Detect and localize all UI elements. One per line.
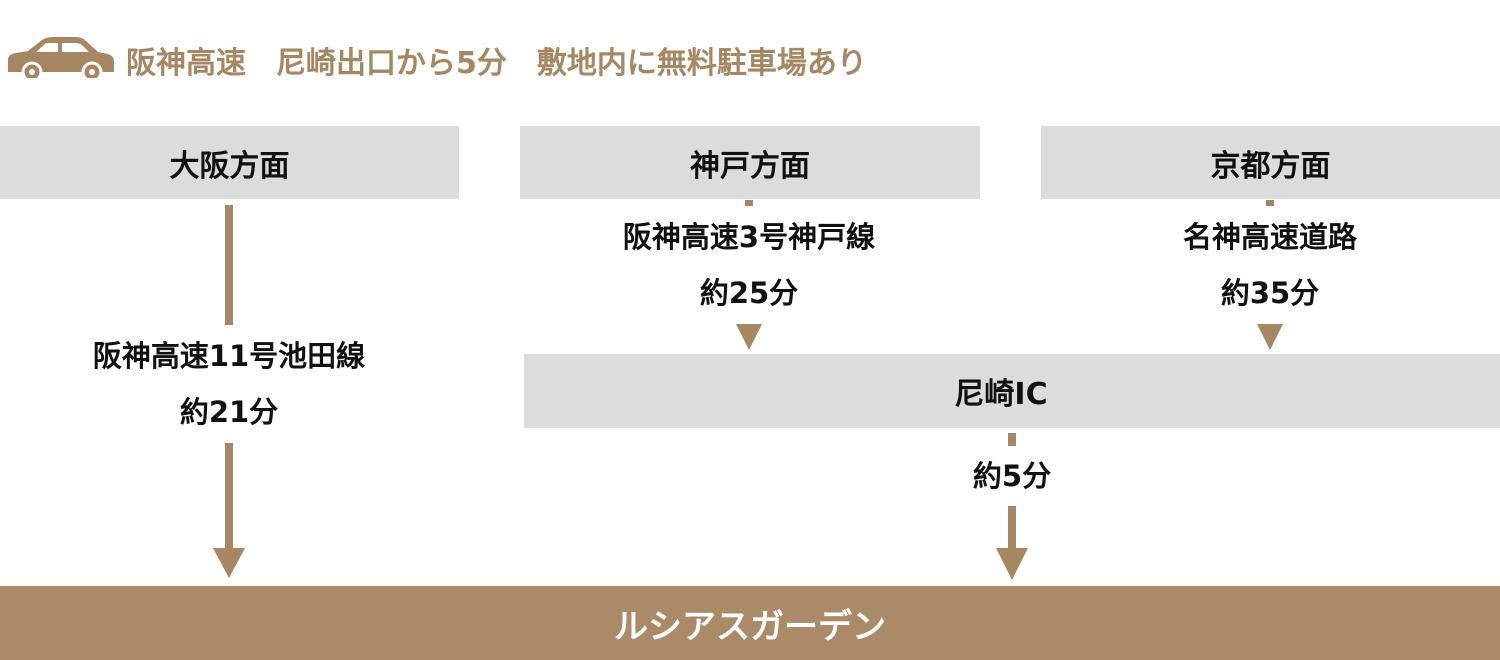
kyoto-route-label: 名神高速道路 約35分	[1160, 206, 1380, 324]
kobe-route-time: 約25分	[699, 276, 799, 310]
car-icon	[8, 37, 114, 78]
kobe-direction-title: 神戸方面	[690, 148, 810, 184]
destination-bar: ルシアスガーデン	[0, 586, 1500, 660]
ic-arrow-head	[996, 548, 1028, 580]
kobe-arrow-head	[733, 318, 765, 350]
kyoto-direction-title: 京都方面	[1210, 148, 1331, 184]
osaka-arrow-head	[213, 548, 245, 578]
kyoto-route-time: 約35分	[1220, 276, 1320, 310]
kobe-route-label: 阪神高速3号神戸線 約25分	[604, 206, 894, 324]
osaka-direction-title: 大阪方面	[169, 148, 290, 184]
kobe-route-name: 阪神高速3号神戸線	[622, 220, 876, 254]
osaka-route-label: 阪神高速11号池田線 約21分	[70, 325, 388, 443]
osaka-direction-box: 大阪方面	[0, 126, 459, 199]
destination-name: ルシアスガーデン	[614, 606, 886, 647]
interchange-time: 約5分	[972, 459, 1052, 493]
interchange-box: 尼崎IC	[524, 354, 1500, 428]
kyoto-direction-box: 京都方面	[1041, 126, 1500, 199]
interchange-time-label: 約5分	[950, 446, 1074, 506]
kyoto-route-name: 名神高速道路	[1182, 220, 1357, 254]
osaka-route-time: 約21分	[179, 395, 279, 429]
kyoto-arrow-head	[1254, 318, 1286, 350]
header-text: 阪神高速 尼崎出口から5分 敷地内に無料駐車場あり	[126, 46, 867, 81]
osaka-route-name: 阪神高速11号池田線	[92, 339, 366, 373]
kobe-direction-box: 神戸方面	[520, 126, 980, 199]
interchange-name: 尼崎IC	[954, 377, 1048, 412]
access-header: 阪神高速 尼崎出口から5分 敷地内に無料駐車場あり	[0, 30, 1500, 86]
